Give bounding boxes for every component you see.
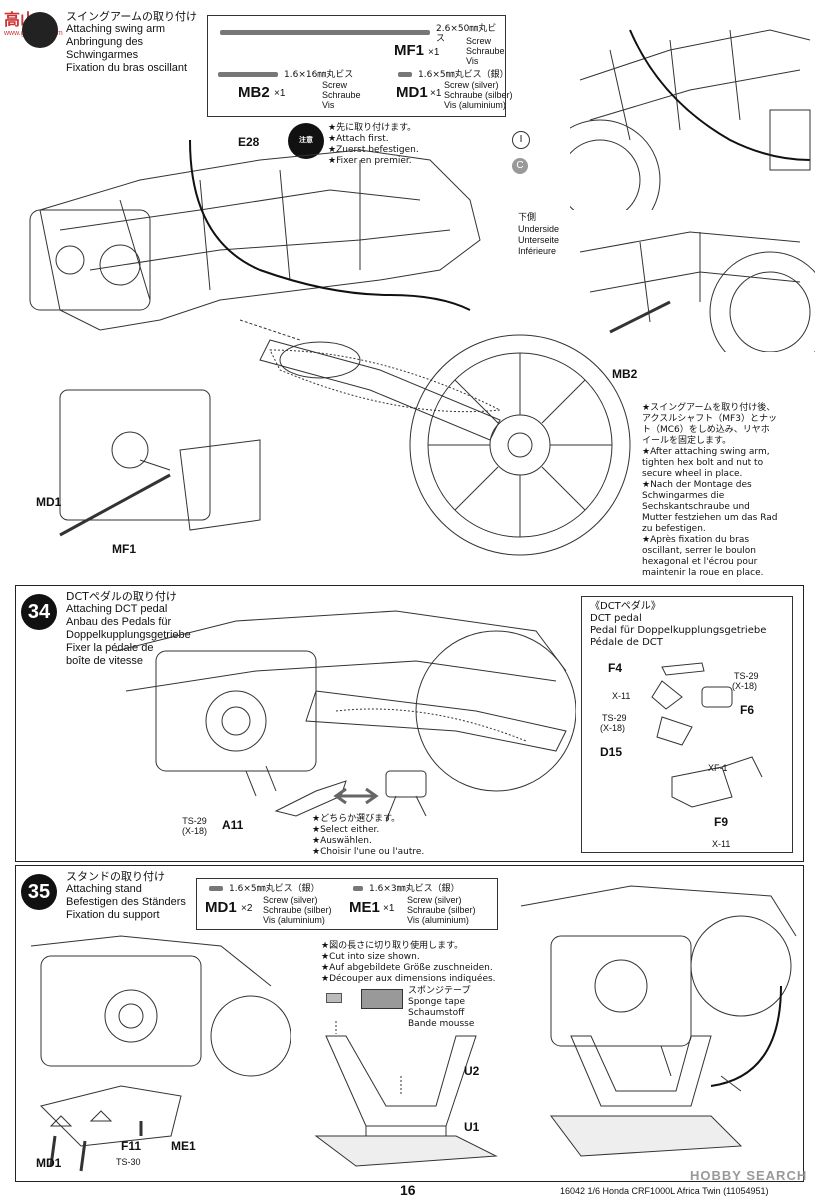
part-qty: ×1 [428,47,440,58]
callout-ts30: TS-30 [116,1157,141,1167]
part-md1: 1.6×5㎜丸ビス（銀） MD1 ×1 Screw (silver) Schra… [396,70,513,110]
step34-number: 34 [21,594,57,630]
part-code: MB2 [238,84,270,101]
step33-instruction: ★スイングアームを取り付け後、 アクスルシャフト（MF3）とナッ ト（MC6）を… [642,403,778,578]
step35-parts-box: 1.6×5㎜丸ビス（銀） MD1 ×2 Screw (silver) Schra… [196,878,498,930]
label-f4: F4 [608,661,623,675]
part-desc-en: Screw [466,36,492,46]
step33-number [22,12,58,48]
part-mb2: 1.6×16㎜丸ビス MB2 ×1 Screw Schraube Vis [214,68,394,112]
step33-title: スイングアームの取り付け Attaching swing arm Anbring… [66,10,197,75]
part-code: MF1 [394,42,424,59]
callout-u1: U1 [464,1120,480,1134]
callout-f11: F11 [121,1139,142,1153]
cut-note: ★図の長さに切り取り使用します。 ★Cut into size shown. ★… [321,941,496,984]
dct-detail-box: 《DCTペダル》 DCT pedal Pedal für Doppelkuppl… [581,596,793,853]
select-either: ★どちらか選びます。 ★Select either. ★Auswählen. ★… [312,814,425,857]
part-qty: ×1 [274,88,286,99]
sponge-tape-sample [361,989,403,1009]
step34-title: DCTペダルの取り付け Attaching DCT pedal Anbau de… [66,590,191,667]
screw-icon [218,72,278,77]
dct-pedal-drawing [115,610,576,822]
part-md1: 1.6×5㎜丸ビス（銀） MD1 ×2 Screw (silver) Schra… [205,884,332,925]
label-x11: X-11 [612,691,631,701]
callout-me1: ME1 [171,1139,196,1153]
sponge-tape-icon [326,993,342,1003]
callout-e28: E28 [238,135,260,149]
screw-short-icon [353,886,363,891]
step35-title: スタンドの取り付け Attaching stand Befestigen des… [66,870,186,921]
title-fr: Fixation du bras oscillant [66,62,188,74]
notice-badge: 注意 NOTICE [288,123,324,180]
underside-label: 下側 Underside Unterseite Inférieure [518,213,560,256]
marker-i: I [512,131,530,149]
skid-plate-drawing [30,935,291,1172]
callout-a11: A11 [222,818,244,832]
label-f6: F6 [740,703,755,717]
part-me1: 1.6×3㎜丸ビス（銀） ME1 ×1 Screw (silver) Schra… [349,884,476,925]
callout-md1: MD1 [36,1156,62,1170]
sponge-label: スポンジテープ Sponge tape Schaumstoff Bande mo… [408,986,475,1029]
part-desc-fr: Vis [466,56,479,66]
notice-text: ★先に取り付けます。 ★Attach first. ★Zuerst befest… [328,123,419,166]
footer-ref: 16042 1/6 Honda CRF1000L Africa Twin (11… [560,1186,769,1196]
step35-panel: 35 スタンドの取り付け Attaching stand Befestigen … [15,865,804,1182]
part-mf1: 2.6×50㎜丸ビス MF1 ×1 Screw Schraube Vis [216,22,505,66]
dct-detail-title: 《DCTペダル》 DCT pedal Pedal für Doppelkuppl… [590,601,767,648]
callout-u2: U2 [464,1064,480,1078]
ts29-label: TS-29 (X-18) [182,816,208,836]
screw-short-icon [209,886,223,891]
part-desc-de: Schraube [466,46,505,56]
callout-mf1: MF1 [112,542,136,556]
dct-pedal-parts [651,662,763,808]
page-number: 16 [400,1182,416,1198]
part-size: 2.6×50㎜丸ビス [436,24,497,44]
part-size: 1.6×16㎜丸ビス [284,70,354,80]
footer-watermark: HOBBY SEARCH [690,1168,808,1183]
step33-section: スイングアームの取り付け Attaching swing arm Anbring… [0,0,819,580]
stand-drawing [314,1021,498,1167]
title-de-1: Anbringung des [66,36,144,48]
callout-md1: MD1 [36,495,62,509]
label-d15: D15 [600,745,623,759]
step34-panel: 34 DCTペダルの取り付け Attaching DCT pedal Anbau… [15,585,804,862]
callout-mb2: MB2 [612,367,638,381]
detail-bolt-insert [579,231,815,352]
title-de-2: Schwingarmes [66,49,139,61]
marker-c: C [512,158,528,174]
screw-short-icon [398,72,412,77]
title-jp: スイングアームの取り付け [66,10,198,23]
label-f9: F9 [714,815,729,829]
title-en: Attaching swing arm [66,23,166,35]
stand-install-drawing [520,885,797,1157]
step33-parts-box: 2.6×50㎜丸ビス MF1 ×1 Screw Schraube Vis 1.6… [207,15,513,117]
screw-long-icon [220,30,430,35]
swing-arm-drawing [29,139,631,556]
step35-number: 35 [21,874,57,910]
detail-cable-routing [570,29,811,210]
